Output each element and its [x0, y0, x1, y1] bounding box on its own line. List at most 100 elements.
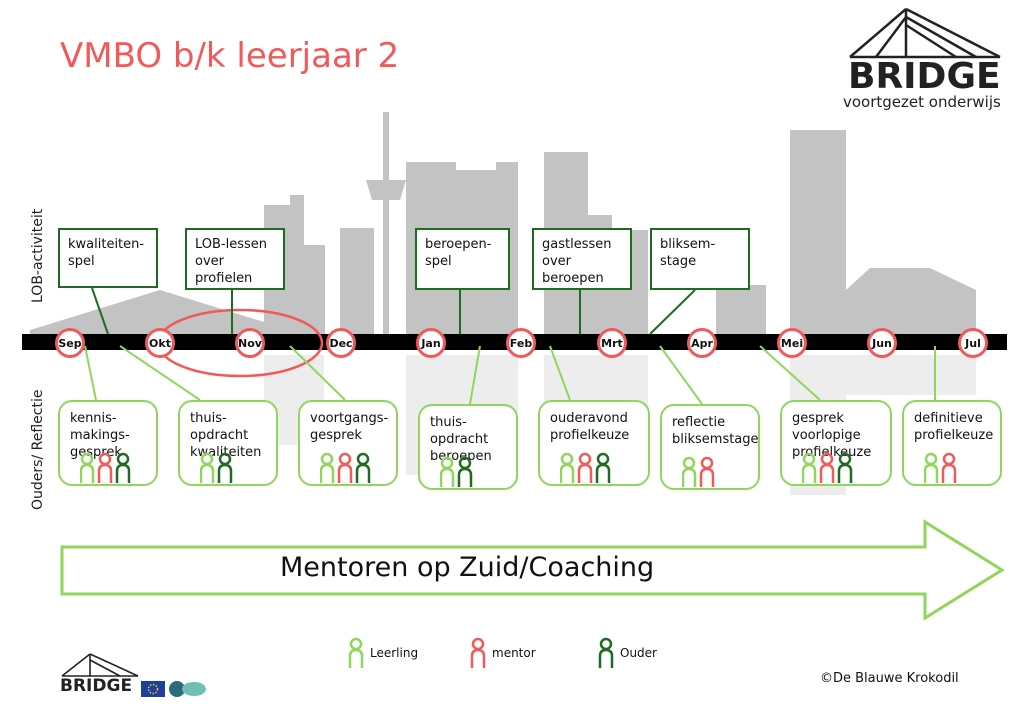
lob-activity-box: kwaliteiten-spel [58, 228, 158, 288]
ouder-icon [595, 452, 611, 483]
bridge-logo-icon [849, 7, 1001, 59]
logo-subtitle: voortgezet onderwijs [843, 93, 1001, 111]
leerling-icon [440, 456, 455, 487]
lob-activity-text: stage [660, 254, 697, 269]
leerling-icon [560, 452, 575, 483]
legend-icon-ouder [598, 637, 614, 668]
lob-activity-box: bliksem-stage [650, 228, 750, 290]
lob-connector [91, 287, 109, 335]
month-marker-nov: Nov [235, 328, 265, 358]
lob-activity-text: kwaliteiten- [68, 237, 145, 252]
leerling-icon [802, 452, 817, 483]
reflection-text: gesprek [310, 428, 362, 443]
month-marker-mei: Mei [777, 328, 807, 358]
reflection-connector [469, 345, 481, 405]
side-label-reflection: Ouders/ Reflectie [30, 389, 46, 510]
reflection-box: voortgangs-gesprek [298, 400, 398, 486]
mentor-icon [577, 452, 593, 483]
reflection-text: gesprek [792, 411, 844, 426]
mentor-icon [470, 637, 486, 668]
reflection-text: kwaliteiten [190, 445, 262, 460]
people-group [80, 452, 131, 483]
tower-top [366, 180, 406, 200]
lob-activity-text: gastlessen [542, 237, 612, 252]
bridge [30, 290, 290, 336]
lob-activity-text: LOB-lessen [195, 237, 268, 252]
logo-wordmark: BRIDGE [848, 56, 1001, 97]
roof [846, 268, 976, 290]
tower-shaft [383, 112, 389, 340]
legend-label-ouder: Ouder [620, 646, 657, 660]
people-group [560, 452, 611, 483]
month-marker-jul: Jul [958, 328, 988, 358]
reflection-box: ouderavond profielkeuze [538, 400, 650, 486]
leerling-icon [320, 452, 335, 483]
leerling-icon [924, 452, 939, 483]
month-marker-dec: Dec [326, 328, 356, 358]
footer-bridge-logo: BRIDGE [60, 676, 133, 696]
lob-activity-text: beroepen- [425, 237, 492, 252]
lob-activity-text: spel [425, 254, 452, 269]
leerling-icon [200, 452, 215, 483]
reflection-connector [659, 345, 703, 405]
reflection-text: profielkeuze [550, 428, 630, 443]
people-group [440, 456, 473, 487]
month-marker-sep: Sep [55, 328, 85, 358]
reflection-text: beroepen [430, 449, 492, 464]
copyright-text: ©De Blauwe Krokodil [820, 671, 959, 686]
uia-logo-icon [169, 681, 206, 697]
building [340, 228, 374, 340]
reflection-text: profielkeuze [914, 428, 994, 443]
people-group [200, 452, 233, 483]
leerling-icon [80, 452, 95, 483]
lob-connector [649, 289, 696, 335]
side-label-lob: LOB-activiteit [30, 208, 46, 303]
reflection-text: opdracht [190, 428, 249, 443]
leerling-icon [682, 456, 697, 487]
mentor-icon [97, 452, 113, 483]
small-bridge-icon [61, 653, 139, 677]
reflection-connector [119, 345, 201, 401]
people-group [924, 452, 957, 483]
month-marker-jun: Jun [867, 328, 897, 358]
reflection-box: reflectie bliksemstage [660, 404, 760, 490]
reflection-connector [84, 345, 97, 401]
legend-icon-leerling [348, 637, 364, 668]
mentor-icon [819, 452, 835, 483]
month-marker-okt: Okt [145, 328, 175, 358]
lob-activity-text: over [542, 254, 571, 269]
reflection-text: voortgangs- [310, 411, 389, 426]
ouder-icon [837, 452, 853, 483]
ouder-icon [598, 637, 614, 668]
reflection-text: ouderavond [550, 411, 628, 426]
people-group [320, 452, 371, 483]
reflection-text: thuis- [190, 411, 227, 426]
lob-activity-text: bliksem- [660, 237, 716, 252]
building [846, 290, 976, 340]
reflection-box: thuis-opdracht kwaliteiten [178, 400, 278, 486]
eu-flag-icon [141, 681, 165, 697]
reflection-text: opdracht [430, 432, 489, 447]
legend-icon-mentor [470, 637, 486, 668]
reflection-text: kennis- [70, 411, 117, 426]
reflection [846, 355, 976, 395]
ouder-icon [217, 452, 233, 483]
legend-label-leerling: Leerling [370, 646, 419, 660]
legend-label-mentor: mentor [492, 646, 536, 660]
month-marker-jan: Jan [416, 328, 446, 358]
building [300, 245, 325, 340]
reflection-text: reflectie [672, 415, 726, 430]
month-marker-feb: Feb [506, 328, 536, 358]
reflection-connector [549, 345, 571, 401]
building [716, 285, 766, 340]
reflection-text: bliksemstage [672, 432, 759, 447]
people-group [682, 456, 715, 487]
reflection-text: makings- [70, 428, 130, 443]
lob-activity-text: beroepen [542, 271, 604, 286]
ouder-icon [115, 452, 131, 483]
